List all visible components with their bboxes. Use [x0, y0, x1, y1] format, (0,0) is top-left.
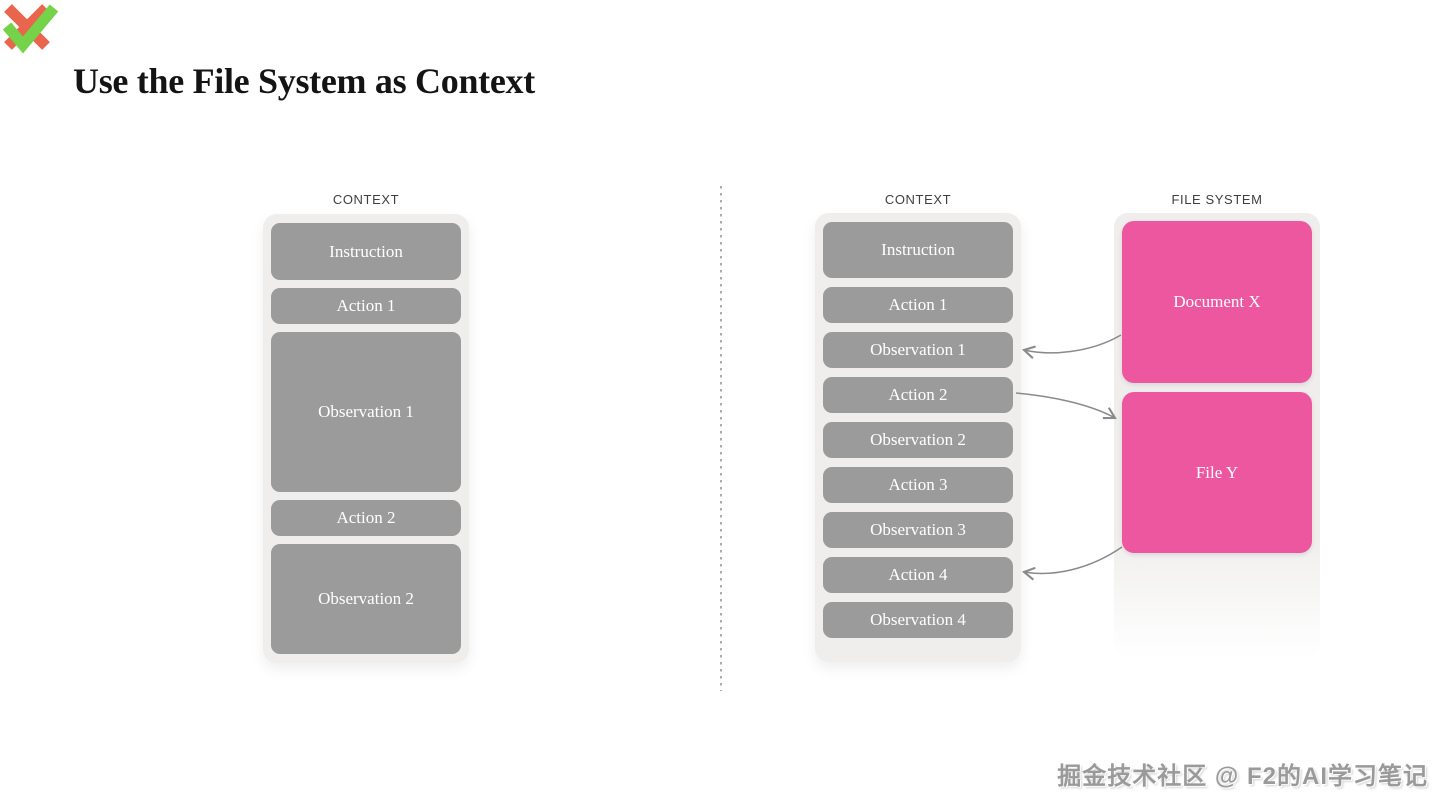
file-system-label: FILE SYSTEM	[1171, 192, 1263, 207]
right-context-label: CONTEXT	[884, 192, 952, 207]
left-box-observation-1: Observation 1	[271, 332, 461, 492]
left-box-instruction: Instruction	[271, 223, 461, 280]
right-box-action-2: Action 2	[823, 377, 1013, 413]
watermark: 掘金技术社区 @ F2的AI学习笔记	[1057, 763, 1428, 790]
arrow-document-x-to-observation-1	[1024, 334, 1122, 353]
file-box-file-y: File Y	[1122, 392, 1312, 553]
context-panel-left: Instruction Action 1 Observation 1 Actio…	[263, 214, 469, 663]
right-box-observation-3: Observation 3	[823, 512, 1013, 548]
right-box-action-1: Action 1	[823, 287, 1013, 323]
arrow-file-y-to-action-4	[1024, 546, 1123, 573]
left-context-label: CONTEXT	[332, 192, 400, 207]
left-box-action-1: Action 1	[271, 288, 461, 324]
divider-dotted-line	[720, 186, 722, 691]
page-title: Use the File System as Context	[73, 61, 535, 101]
cross-mark	[4, 4, 50, 50]
context-panel-right: Instruction Action 1 Observation 1 Actio…	[815, 213, 1021, 662]
file-box-document-x: Document X	[1122, 221, 1312, 383]
file-system-panel: Document X File Y	[1114, 213, 1320, 658]
left-box-action-2: Action 2	[271, 500, 461, 536]
right-box-action-3: Action 3	[823, 467, 1013, 503]
right-box-observation-4: Observation 4	[823, 602, 1013, 638]
arrow-action-2-to-file-y	[1015, 392, 1115, 418]
check-mark	[2, 4, 59, 54]
left-box-observation-2: Observation 2	[271, 544, 461, 654]
right-box-action-4: Action 4	[823, 557, 1013, 593]
right-box-instruction: Instruction	[823, 222, 1013, 278]
right-box-observation-2: Observation 2	[823, 422, 1013, 458]
right-box-observation-1: Observation 1	[823, 332, 1013, 368]
